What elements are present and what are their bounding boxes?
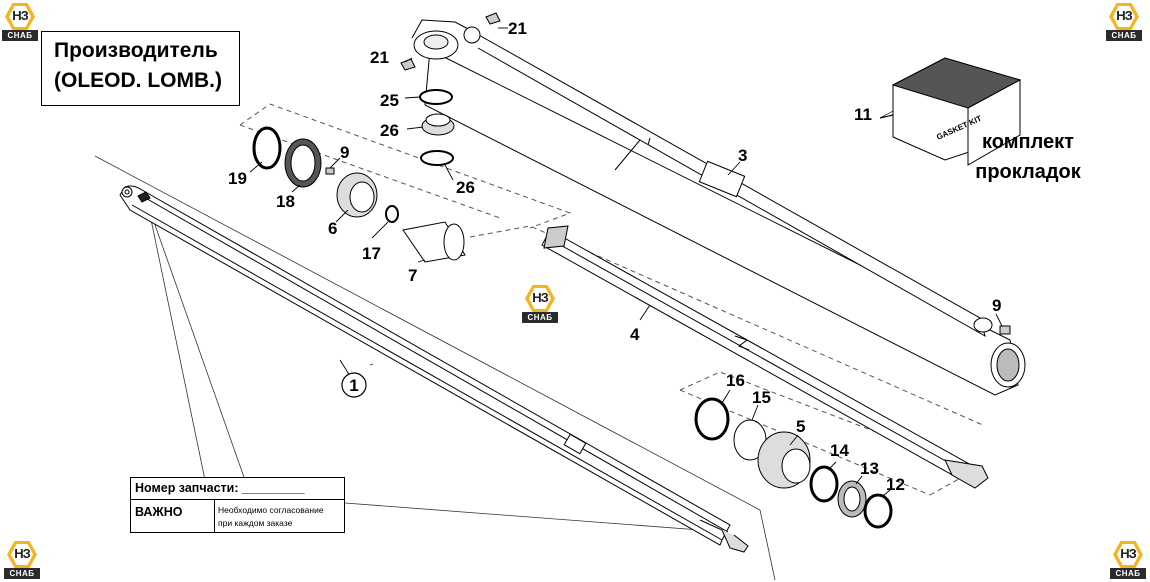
- logo-band: СНАБ: [522, 312, 558, 323]
- leader-lines: [94, 109, 896, 581]
- manufacturer-line-1: Производитель: [54, 39, 218, 62]
- callout-19: 19: [228, 169, 247, 188]
- logo-mark: НЗ: [14, 546, 31, 561]
- callout-26-upper: 26: [380, 121, 399, 140]
- callout-17: 17: [362, 244, 381, 263]
- part-11-gasket-kit: [879, 57, 1022, 166]
- callout-9-right: 9: [992, 296, 1001, 315]
- callout-21-right: 21: [508, 19, 527, 38]
- callout-7: 7: [408, 266, 417, 285]
- logo-band: СНАБ: [4, 568, 40, 579]
- part-number-table: Номер запчасти: _________ ВАЖНО Необходи…: [130, 477, 345, 533]
- order-note-line-2: при каждом заказе: [218, 518, 293, 528]
- logo-mark: НЗ: [1120, 546, 1137, 561]
- callout-3: 3: [738, 146, 747, 165]
- callout-1: 1: [349, 376, 358, 395]
- logo-mark: НЗ: [1116, 8, 1133, 23]
- callout-14: 14: [830, 441, 849, 460]
- callout-21-left: 21: [370, 48, 389, 67]
- top-seal-parts: [419, 89, 455, 166]
- logo-top-right: НЗ СНАБ: [1106, 3, 1142, 41]
- part-4-rod: [541, 225, 989, 489]
- important-label: ВАЖНО: [131, 500, 215, 532]
- logo-bottom-left: НЗ СНАБ: [4, 541, 40, 579]
- callout-25: 25: [380, 91, 399, 110]
- callout-15: 15: [752, 388, 771, 407]
- logo-band: СНАБ: [1106, 30, 1142, 41]
- callout-9-upper: 9: [340, 143, 349, 162]
- logo-center: НЗ СНАБ: [522, 285, 558, 323]
- order-note-line-1: Необходимо согласование: [218, 505, 324, 515]
- callout-11: 11: [854, 105, 872, 124]
- callout-16: 16: [726, 371, 745, 390]
- callout-26-lower: 26: [456, 178, 475, 197]
- callout-5: 5: [796, 417, 805, 436]
- kit-label: комплект прокладок: [958, 127, 1098, 187]
- callout-13: 13: [860, 459, 879, 478]
- logo-top-left: НЗ СНАБ: [2, 3, 38, 41]
- callout-12: 12: [886, 475, 905, 494]
- part-number-label: Номер запчасти: _________: [131, 478, 344, 500]
- right-seal-parts: [694, 397, 893, 529]
- callout-leaders: [249, 27, 1003, 498]
- manufacturer-line-2: (OLEOD. LOMB.): [54, 69, 222, 92]
- kit-label-line-1: комплект: [982, 131, 1074, 153]
- manufacturer-box: Производитель (OLEOD. LOMB.): [41, 31, 240, 106]
- logo-band: СНАБ: [1110, 568, 1146, 579]
- part-1-cylinder: [119, 185, 749, 553]
- logo-bottom-right: НЗ СНАБ: [1110, 541, 1146, 579]
- kit-label-line-2: прокладок: [975, 161, 1081, 183]
- callout-4: 4: [630, 325, 640, 344]
- callout-18: 18: [276, 192, 295, 211]
- order-note: Необходимо согласование при каждом заказ…: [215, 500, 344, 532]
- callout-6: 6: [328, 219, 337, 238]
- logo-mark: НЗ: [12, 8, 29, 23]
- left-seal-parts: [252, 126, 466, 263]
- logo-band: СНАБ: [2, 30, 38, 41]
- logo-mark: НЗ: [532, 290, 549, 305]
